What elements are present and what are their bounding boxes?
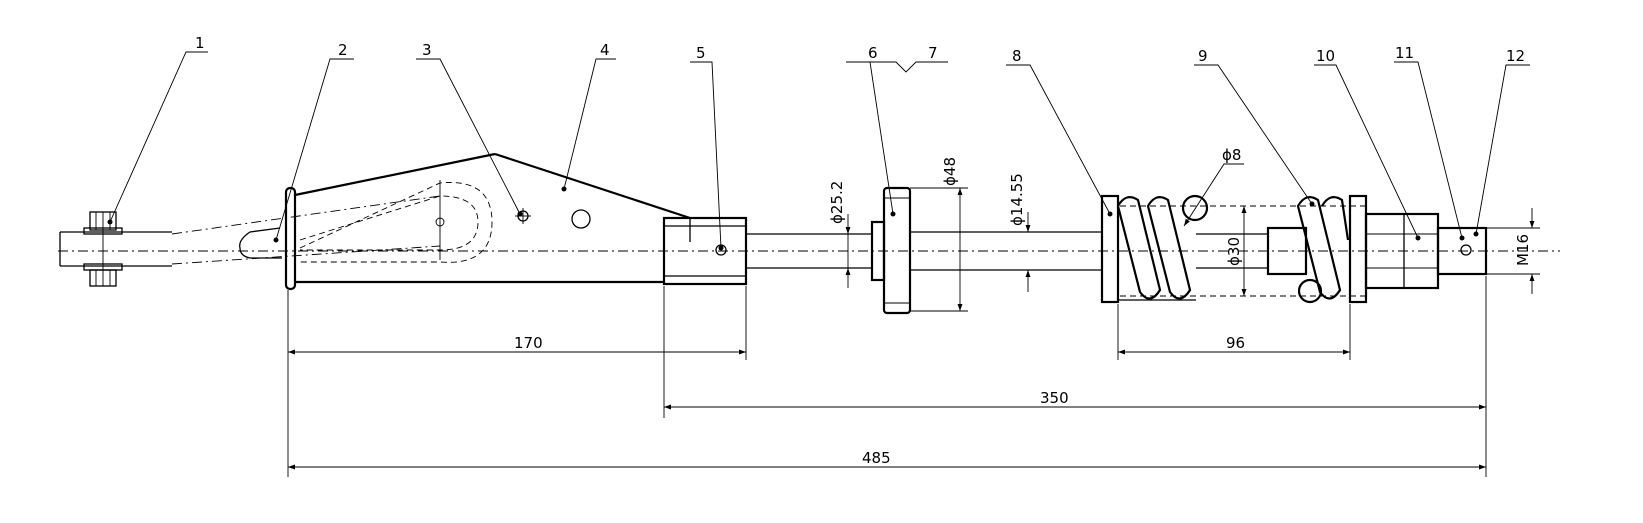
dim-dia-48: ϕ48 xyxy=(941,157,959,186)
part-label-10: 10 xyxy=(1316,47,1335,65)
dim-dia-25-2: ϕ25.2 xyxy=(828,181,846,224)
part-label-1: 1 xyxy=(195,34,205,52)
dim-485: 485 xyxy=(862,449,891,467)
part-label-7: 7 xyxy=(928,44,938,62)
part-label-5: 5 xyxy=(696,44,706,62)
part-label-9: 9 xyxy=(1198,47,1208,65)
dim-dia-30: ϕ30 xyxy=(1225,237,1243,266)
dim-dia-14-55: ϕ14.55 xyxy=(1008,173,1026,226)
flange-ring xyxy=(239,186,297,291)
part-label-2: 2 xyxy=(338,41,348,59)
spring-plate-left xyxy=(1100,194,1120,304)
part-label-6: 6 xyxy=(868,44,878,62)
dim-dia-8: ϕ8 xyxy=(1222,146,1241,164)
dim-96: 96 xyxy=(1226,334,1245,352)
extension-lines xyxy=(287,187,1540,477)
housing xyxy=(294,152,691,284)
part-label-4: 4 xyxy=(600,41,610,59)
rod-end xyxy=(1436,226,1488,276)
dim-170: 170 xyxy=(514,334,543,352)
dimension-lines xyxy=(288,163,1535,470)
spring-plate-right xyxy=(1348,194,1440,304)
washer-nut xyxy=(870,186,912,315)
clevis-bolt xyxy=(59,195,441,287)
dim-350: 350 xyxy=(1040,389,1069,407)
leader-lines xyxy=(107,51,1530,251)
dim-m16: M16 xyxy=(1514,234,1532,266)
part-label-3: 3 xyxy=(422,41,432,59)
part-label-12: 12 xyxy=(1506,47,1525,65)
part-label-11: 11 xyxy=(1395,44,1414,62)
part-label-8: 8 xyxy=(1012,47,1022,65)
sleeve xyxy=(1266,226,1308,276)
